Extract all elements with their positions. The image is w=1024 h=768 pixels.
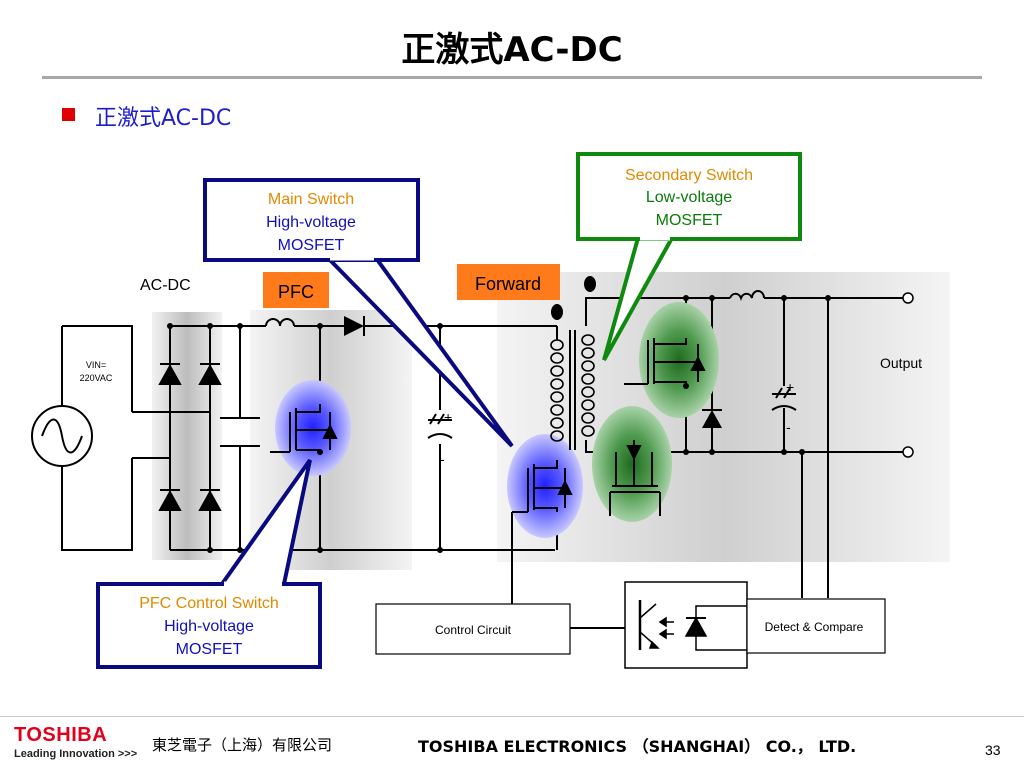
secondary-switch-line1: Low-voltage	[646, 189, 732, 206]
vin-value-label: 220VAC	[80, 373, 113, 383]
main-switch-line2: MOSFET	[278, 237, 345, 254]
sync-mosfet-icon	[609, 440, 661, 516]
output-inductor-icon	[729, 290, 765, 301]
main-switch-highlight	[507, 434, 583, 538]
secondary-switch-line2: MOSFET	[656, 212, 723, 229]
pfc-control-line2: MOSFET	[176, 641, 243, 658]
title-divider	[42, 76, 982, 79]
main-switch-callout	[203, 178, 420, 262]
secondary-switch-highlight	[639, 302, 719, 418]
output-terminal-pos-icon	[902, 292, 914, 304]
pfc-tag	[263, 272, 329, 308]
output-terminal-neg-icon	[902, 446, 914, 458]
output-capacitor-icon	[771, 387, 797, 411]
pfc-inductor-icon	[265, 318, 295, 327]
detect-compare-label: Detect & Compare	[765, 620, 864, 634]
logo-tagline: Leading Innovation >>>	[14, 748, 138, 760]
primary-dot-icon	[551, 304, 563, 320]
bullet-text: 正激式AC-DC	[95, 106, 232, 131]
footer-divider	[0, 716, 1024, 717]
main-switch-line1: High-voltage	[266, 214, 356, 231]
main-switch-title: Main Switch	[268, 191, 354, 208]
transformer-icon	[550, 330, 595, 450]
pfc-diode-icon	[344, 316, 365, 336]
page-number: 33	[985, 742, 1001, 758]
input-capacitor-icon	[220, 417, 260, 447]
bullet-square-icon	[62, 108, 75, 121]
pfc-control-title: PFC Control Switch	[139, 595, 279, 612]
pfc-switch-highlight	[275, 380, 351, 476]
pfc-output-capacitor-icon	[427, 413, 453, 439]
secondary-dot-icon	[584, 276, 596, 292]
rectifier-shade	[152, 312, 222, 560]
pfc-control-line1: High-voltage	[164, 618, 254, 635]
detect-compare-box	[746, 598, 886, 654]
bridge-diode-icons	[158, 363, 222, 511]
pfc-control-callout	[96, 582, 322, 669]
pfc-cap-plus-label: +	[444, 409, 452, 425]
forward-tag-label: Forward	[475, 274, 541, 294]
forward-tag	[457, 264, 560, 300]
optocoupler-icon	[624, 581, 748, 669]
acdc-label: AC-DC	[140, 277, 191, 294]
secondary-switch-callout	[576, 152, 802, 241]
main-mosfet-icon	[512, 460, 573, 513]
output-label: Output	[880, 355, 922, 371]
page-title: 正激式AC-DC	[401, 30, 623, 70]
pfc-cap-minus-label: -	[440, 451, 445, 467]
vin-label: VIN=	[86, 360, 106, 370]
control-circuit-label: Control Circuit	[435, 623, 512, 637]
out-cap-minus-label: -	[786, 419, 791, 435]
secondary-switch-title: Secondary Switch	[625, 167, 753, 184]
forward-acdc-circuit-diagram: VIN= 220VAC	[31, 152, 950, 669]
toshiba-logo: TOSHIBA	[14, 724, 108, 746]
control-circuit-box	[375, 603, 571, 655]
company-name-en: TOSHIBA ELECTRONICS （SHANGHAI） CO.， LTD.	[418, 737, 857, 756]
freewheel-diode-icon	[702, 409, 722, 428]
junction-dots	[167, 295, 831, 553]
company-name-cn: 東芝電子（上海）有限公司	[152, 736, 333, 754]
out-cap-plus-label: +	[786, 379, 794, 395]
secondary-mosfet-icon	[624, 338, 706, 386]
pfc-tag-label: PFC	[278, 282, 314, 302]
